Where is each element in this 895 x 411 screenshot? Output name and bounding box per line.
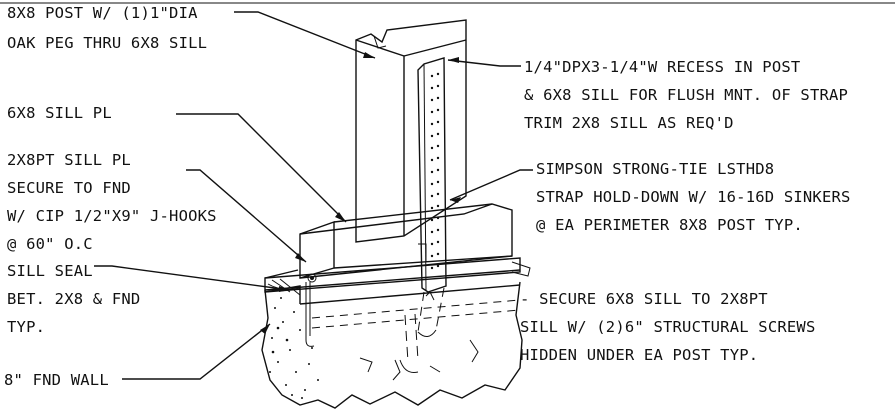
note-sill-seal-line-3: TYP.: [7, 318, 45, 336]
note-sill-seal-line-1: SILL SEAL: [7, 262, 93, 280]
eight-by-eight-post: [355, 19, 467, 243]
note-pt-sill-line-3: W/ CIP 1/2"X9" J-HOOKS: [7, 207, 217, 225]
note-strap-line-3: @ EA PERIMETER 8X8 POST TYP.: [536, 216, 803, 234]
note-sill-pl: 6X8 SILL PL: [7, 104, 112, 122]
note-strap: SIMPSON STRONG-TIE LSTHD8 STRAP HOLD-DOW…: [536, 160, 851, 234]
note-pt-sill-line-1: 2X8PT SILL PL: [7, 151, 131, 169]
note-sill-seal-line-2: BET. 2X8 & FND: [7, 290, 140, 308]
note-screws-line-3: HIDDEN UNDER EA POST TYP.: [520, 346, 758, 364]
note-post-line-1: 8X8 POST W/ (1)1"DIA: [7, 4, 198, 22]
note-strap-line-2: STRAP HOLD-DOWN W/ 16-16D SINKERS: [536, 188, 851, 206]
note-strap-line-1: SIMPSON STRONG-TIE LSTHD8: [536, 160, 774, 178]
note-post-line-2: OAK PEG THRU 6X8 SILL: [7, 34, 207, 52]
hold-down-strap: [417, 57, 447, 337]
foundation-wall: [261, 269, 523, 409]
note-recess: 1/4"DPX3-1/4"W RECESS IN POST & 6X8 SILL…: [524, 58, 848, 132]
note-screws-line-2: SILL W/ (2)6" STRUCTURAL SCREWS: [520, 318, 816, 336]
note-sill-seal: SILL SEAL BET. 2X8 & FND TYP.: [7, 262, 140, 336]
note-fnd-wall: 8" FND WALL: [4, 371, 109, 389]
note-screws: - SECURE 6X8 SILL TO 2X8PT SILL W/ (2)6"…: [520, 290, 816, 364]
note-recess-line-2: & 6X8 SILL FOR FLUSH MNT. OF STRAP: [524, 86, 848, 104]
note-recess-line-1: 1/4"DPX3-1/4"W RECESS IN POST: [524, 58, 800, 76]
note-fnd-wall-line-1: 8" FND WALL: [4, 371, 109, 389]
note-recess-line-3: TRIM 2X8 SILL AS REQ'D: [524, 114, 734, 132]
pt-sill-plate: [264, 257, 531, 304]
note-screws-line-1: - SECURE 6X8 SILL TO 2X8PT: [520, 290, 768, 308]
six-by-eight-sill: [299, 203, 513, 283]
note-pt-sill-line-4: @ 60" O.C: [7, 235, 93, 253]
note-sill-pl-line-1: 6X8 SILL PL: [7, 104, 112, 122]
note-pt-sill-line-2: SECURE TO FND: [7, 179, 131, 197]
note-post: 8X8 POST W/ (1)1"DIA OAK PEG THRU 6X8 SI…: [7, 4, 207, 52]
note-pt-sill: 2X8PT SILL PL SECURE TO FND W/ CIP 1/2"X…: [7, 151, 217, 253]
leader-lines: [94, 11, 533, 380]
